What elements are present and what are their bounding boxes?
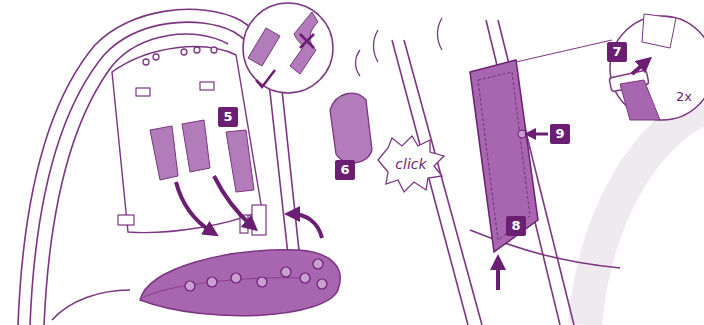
callout-number: 7: [607, 42, 627, 62]
strap-check: [248, 12, 318, 87]
arrow-9: [530, 133, 548, 136]
buckle-detail: [609, 14, 676, 120]
callout-number: 5: [218, 107, 238, 127]
detail-circle: [243, 3, 333, 93]
backrest-panel: [112, 47, 262, 233]
background-arc: [585, 108, 704, 325]
harness-straps: [150, 120, 254, 192]
seat-cushion: [140, 250, 340, 316]
harness-holes: [143, 47, 217, 65]
callout-number: 8: [506, 216, 526, 236]
repeat-count: 2x: [676, 89, 692, 105]
motion-lines: [356, 18, 443, 76]
sound-label: click: [395, 156, 426, 172]
arrow-8: [496, 262, 500, 290]
frame-sleeve: [470, 60, 538, 252]
click-burst: [378, 136, 444, 192]
leader-line: [516, 40, 612, 62]
fold-latch: [330, 93, 372, 163]
seat-buttons: [185, 259, 327, 291]
callout-number: 6: [335, 160, 355, 180]
slots: [118, 82, 266, 235]
motion-arrows: [176, 176, 322, 238]
callout-number: 9: [550, 124, 570, 144]
